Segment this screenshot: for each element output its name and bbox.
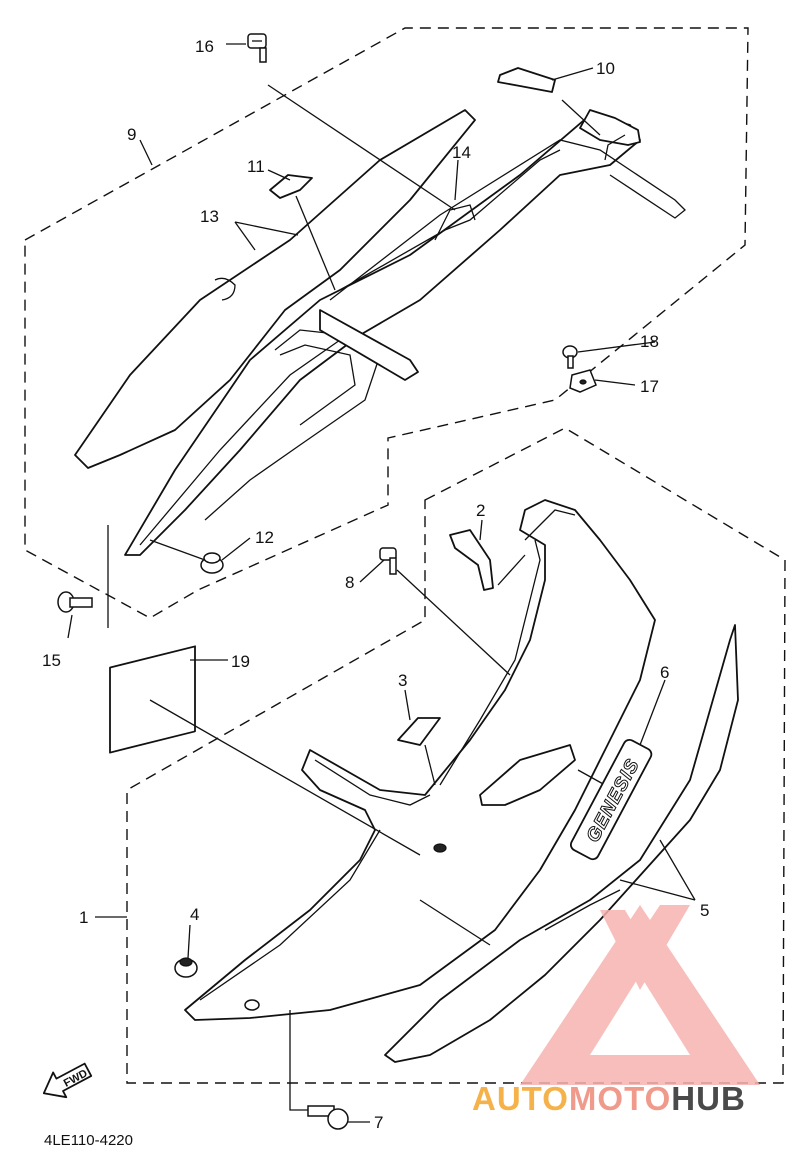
- callout-8: 8: [345, 573, 354, 592]
- watermark-triangle-icon: [520, 905, 760, 1085]
- cover-grommet-hole: [244, 999, 260, 1011]
- callout-9: 9: [127, 125, 136, 144]
- diagram-code: 4LE110-4220: [44, 1132, 133, 1149]
- cowl-cover-13: [74, 109, 476, 469]
- pad-3: [397, 717, 441, 746]
- screw-16: [247, 33, 267, 63]
- callout-3: 3: [398, 671, 407, 690]
- callout-15: 15: [42, 651, 61, 670]
- callout-17: 17: [640, 377, 659, 396]
- bolt-7: [307, 1105, 349, 1130]
- callout-16: 16: [195, 37, 214, 56]
- cowl-cover-notch: [214, 277, 236, 301]
- cover-hole: [433, 843, 447, 853]
- pad-2: [449, 529, 494, 591]
- callout-13: 13: [200, 207, 219, 226]
- callout-11: 11: [247, 157, 265, 176]
- callout-7: 7: [374, 1113, 383, 1132]
- group-9-dashed-outline: [24, 27, 749, 619]
- callout-12: 12: [255, 528, 274, 547]
- screw-18: [562, 345, 578, 369]
- side-cover-1: [184, 499, 656, 1021]
- fwd-arrow-icon: FWD: [42, 1062, 93, 1099]
- callout-10: 10: [596, 59, 615, 78]
- bolt-15: [57, 591, 93, 613]
- fwd-label: FWD: [62, 1067, 90, 1089]
- pad-10: [497, 67, 556, 93]
- callout-1: 1: [79, 908, 88, 927]
- watermark-moto: MOTO: [569, 1080, 671, 1117]
- rear-frame-assembly: [124, 109, 686, 556]
- group-1-dashed-outline: [126, 427, 786, 1084]
- callout-4: 4: [190, 905, 199, 924]
- side-trim-5: [384, 624, 739, 1063]
- watermark-auto: AUTO: [472, 1080, 569, 1117]
- callout-19: 19: [231, 652, 250, 671]
- side-trim-inner-line: [544, 889, 621, 931]
- nut-17: [569, 369, 597, 393]
- callout-14: 14: [452, 143, 471, 162]
- screw-8: [379, 547, 397, 575]
- callout-2: 2: [476, 501, 485, 520]
- pad-11: [269, 174, 313, 199]
- callout-5: 5: [700, 901, 709, 920]
- callout-18: 18: [640, 332, 659, 351]
- watermark-logo: [520, 905, 760, 1085]
- watermark-hub: HUB: [671, 1080, 746, 1117]
- callout-6: 6: [660, 663, 669, 682]
- plate-19: [109, 645, 196, 754]
- watermark-text: AUTOMOTOHUB: [472, 1080, 746, 1117]
- grommet-4: [174, 957, 198, 978]
- grommet-12: [200, 552, 224, 574]
- leader-lines: [67, 43, 696, 1123]
